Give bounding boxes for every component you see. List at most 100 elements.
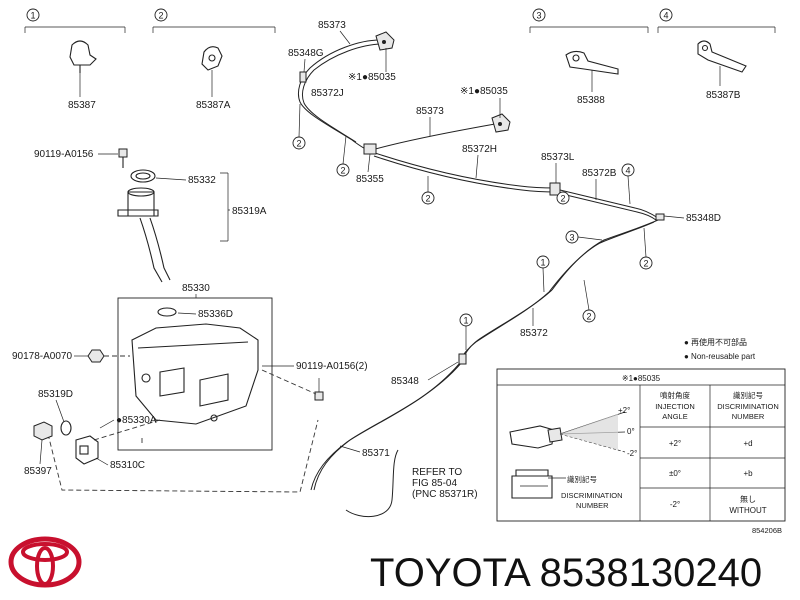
group-3-header: 3 [529,8,649,33]
callout-4: 4 [625,166,630,176]
label-85035-upper: ※1●85035 [348,72,396,83]
fig-angle-zero: 0° [627,427,635,436]
group-2-header: 2 [152,8,276,33]
callout-1-b: 1 [463,316,468,326]
joint-85355 [363,143,377,155]
bolt-90119-drawing [118,148,128,168]
toyota-logo [8,536,82,588]
table-col1-en2: ANGLE [662,412,687,421]
label-85319A: 85319A [232,206,267,217]
joint-85373L [549,182,561,196]
label-85336D: 85336D [198,309,233,320]
label-85348G: 85348G [288,48,324,59]
group-4-number: 4 [663,11,668,21]
table-row2-angle: ±0° [669,469,681,478]
label-85319D: 85319D [38,389,73,400]
washer-hose-network [297,39,659,518]
grommet-85319D-drawing [60,420,72,436]
nozzle-angle-illustration [509,411,626,499]
table-col1-jp: 噴射角度 [660,390,690,400]
group-1-number: 1 [30,11,35,21]
label-85372J: 85372J [311,88,344,99]
fig-disc-en2: NUMBER [576,501,609,510]
nut-90178-drawing [87,349,105,363]
clip-85387B-drawing [697,40,747,86]
group-4-header: 4 [657,8,776,33]
label-85330A: ●85330A [116,415,157,426]
part-label-85387A: 85387A [196,100,231,111]
table-row3-mark: 無し [740,494,756,504]
table-row2-mark: +b [743,469,753,478]
label-85371: 85371 [362,448,390,459]
grommet-85336D-drawing [157,307,177,317]
group-2-number: 2 [158,11,163,21]
nozzle-85035-lower [491,113,511,133]
label-85355: 85355 [356,174,384,185]
sensor-85397-drawing [33,421,53,441]
label-85332: 85332 [188,175,216,186]
callout-circles: 2 2 2 2 4 3 2 1 2 1 [292,103,653,350]
nozzle-85035-upper [375,31,395,51]
group-3-number: 3 [536,11,541,21]
tank-85330-drawing [131,323,259,425]
check-valve-85348G [299,71,307,83]
part-label-85387: 85387 [68,100,96,111]
callout-2-a: 2 [296,139,301,149]
label-85397: 85397 [24,466,52,477]
table-col2-jp: 識別記号 [733,390,763,400]
label-85372B: 85372B [582,168,617,179]
refer-line-3: (PNC 85371R) [412,489,478,500]
table-col2-en2: NUMBER [732,412,765,421]
brand-part-number: TOYOTA 8538130240 [370,551,762,595]
label-85348: 85348 [391,376,419,387]
group-1-header: 1 [24,8,126,33]
table-col1-en1: INJECTION [655,402,695,411]
label-85035-lower: ※1●85035 [460,86,508,97]
figure-id: 854206B [752,526,782,535]
table-row1-mark: +d [743,439,752,448]
check-valve-85348D [655,213,665,221]
label-85372: 85372 [520,328,548,339]
callout-2-e: 2 [643,259,648,269]
refer-line-1: REFER TO [412,467,462,478]
table-col2-en1: DISCRIMINATION [717,402,779,411]
label-85373-top: 85373 [318,20,346,31]
label-85373L: 85373L [541,152,575,163]
table-title: ※1●85035 [622,374,661,383]
refer-line-2: FIG 85-04 [412,478,457,489]
label-90119-A0156-2: 90119-A0156(2) [296,361,368,372]
part-label-85388: 85388 [577,95,605,106]
callout-3: 3 [569,233,574,243]
table-row3-angle: -2° [670,500,680,509]
legend-non-reusable-en: ● Non-reusable part [684,352,756,361]
fig-angle-plus: +2° [618,406,630,415]
label-85348D: 85348D [686,213,721,224]
nozzle-table [496,368,786,522]
pump-85310C-drawing [75,435,99,465]
label-90119-A0156: 90119-A0156 [34,149,94,160]
legend-non-reusable-jp: ● 再使用不可部品 [684,337,747,347]
part-label-85387B: 85387B [706,90,741,101]
label-85373-middle: 85373 [416,106,444,117]
check-valve-85348 [458,353,467,365]
fig-angle-minus: -2° [627,449,637,458]
fig-disc-jp: 識別記号 [567,474,597,484]
label-85372H: 85372H [462,144,497,155]
label-90178-A0070: 90178-A0070 [12,351,72,362]
callout-2-b: 2 [340,166,345,176]
clip-85387A-drawing [201,46,223,97]
callout-2-f: 2 [586,312,591,322]
clip-85387-drawing [69,40,97,97]
inlet-85319A-drawing [117,187,171,283]
callout-2-d: 2 [560,194,565,204]
fig-disc-en1: DISCRIMINATION [561,491,623,500]
label-85330: 85330 [182,283,210,294]
callout-2-c: 2 [425,194,430,204]
table-row1-angle: +2° [669,439,681,448]
clip-85388-drawing [565,50,619,92]
cap-85332-drawing [130,169,156,183]
label-85310C: 85310C [110,460,145,471]
table-row3-mark2: WITHOUT [729,506,766,515]
callout-1-a: 1 [540,258,545,268]
